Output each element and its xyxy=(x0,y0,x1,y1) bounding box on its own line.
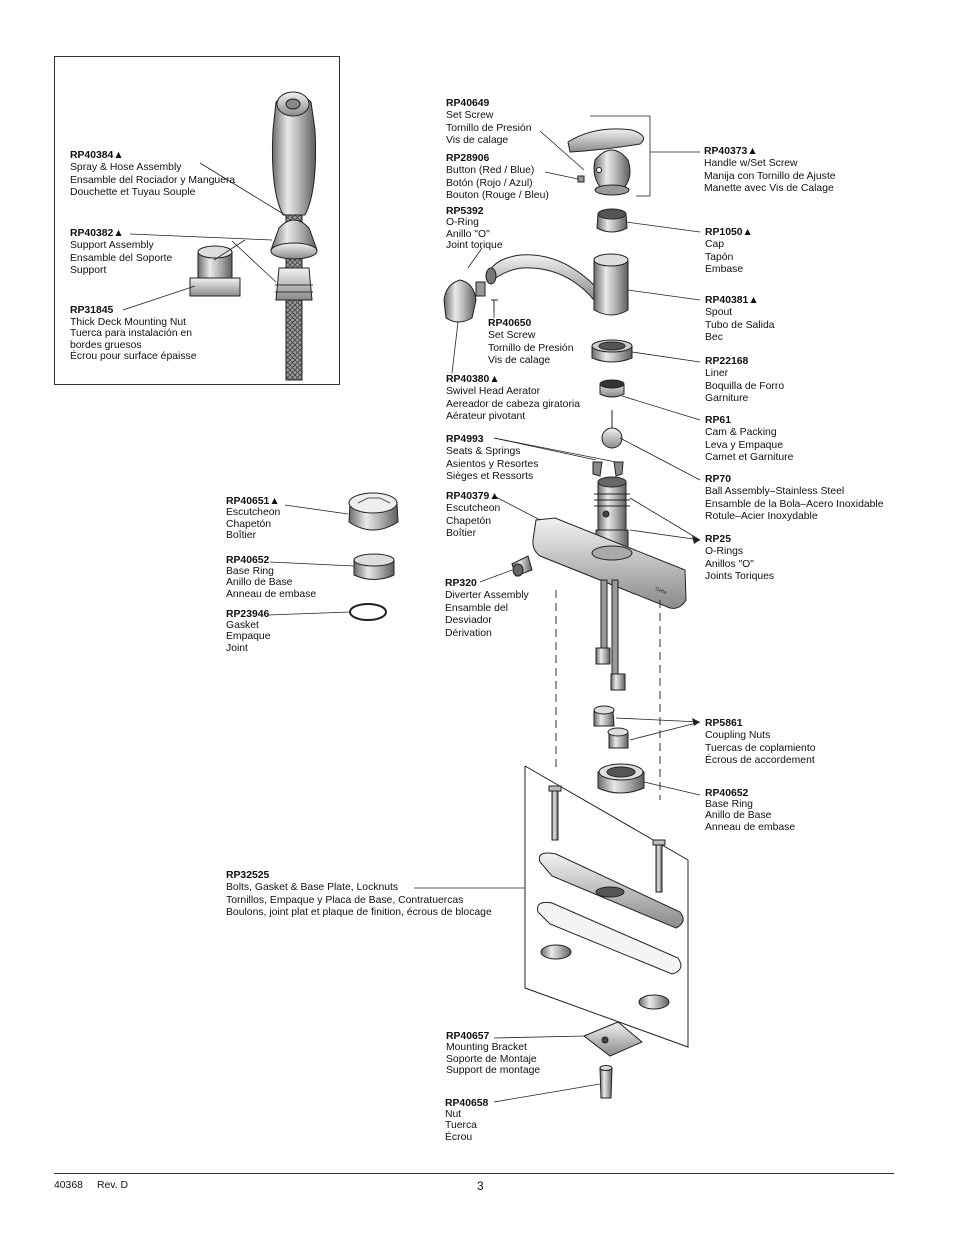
part-label-rp61: RP61 Cam & Packing Leva y Empaque Camet … xyxy=(705,415,794,464)
part-label-rp40650: RP40650 Set Screw Tornillo de Presión Vi… xyxy=(488,318,574,367)
part-label-rp40652-left: RP40652 Base Ring Anillo de Base Anneau … xyxy=(226,555,317,600)
part-label-rp40382: RP40382▲ Support Assembly Ensamble del S… xyxy=(70,228,173,277)
part-label-rp5392: RP5392 O-Ring Anillo "O" Joint torique xyxy=(446,206,503,252)
page-number: 3 xyxy=(477,1179,484,1193)
supply-lines-illustration xyxy=(595,579,626,691)
part-label-rp40379: RP40379▲ Escutcheon Chapetón Boîtier xyxy=(446,491,501,540)
part-label-rp40380: RP40380▲ Swivel Head Aerator Aereador de… xyxy=(446,374,581,423)
part-label-rp31845: RP31845 Thick Deck Mounting Nut Tuerca p… xyxy=(70,305,197,363)
spout-illustration xyxy=(443,253,629,323)
leader-lines xyxy=(122,115,701,1103)
spray-hose-illustration xyxy=(189,91,318,381)
revision: Rev. D xyxy=(97,1180,128,1191)
diverter-illustration xyxy=(511,555,533,577)
part-label-rp40652-right: RP40652 Base Ring Anillo de Base Anneau … xyxy=(705,788,796,833)
nut-illustration xyxy=(599,1065,613,1099)
part-label-rp40384: RP40384▲ Spray & Hose Assembly Ensamble … xyxy=(70,150,236,199)
part-label-rp28906: RP28906 Button (Red / Blue) Botón (Rojo … xyxy=(446,153,549,202)
coupling-nuts-illustration xyxy=(593,705,629,749)
part-label-rp1050: RP1050▲ Cap Tapón Embase xyxy=(705,227,753,276)
handle-illustration xyxy=(567,128,645,233)
part-label-rp40651: RP40651▲ Escutcheon Chapetón Boîtier xyxy=(226,496,281,542)
spray-inset-frame xyxy=(54,56,340,385)
part-label-rp70: RP70 Ball Assembly–Stainless Steel Ensam… xyxy=(705,474,884,523)
mounting-bracket-illustration xyxy=(583,1021,643,1057)
escutcheon-plate-illustration: Delta xyxy=(532,517,687,609)
part-label-rp40657: RP40657 Mounting Bracket Soporte de Mont… xyxy=(446,1031,541,1077)
base-plate-panel xyxy=(524,765,689,1048)
part-label-rp40649: RP40649 Set Screw Tornillo de Presión Vi… xyxy=(446,98,532,147)
arrow-heads xyxy=(692,536,700,726)
part-label-rp23946: RP23946 Gasket Empaque Joint xyxy=(226,609,271,654)
footer-rule xyxy=(54,1173,894,1174)
escutcheon-brand-mark: Delta xyxy=(654,586,667,596)
part-label-rp40658: RP40658 Nut Tuerca Écrou xyxy=(445,1098,489,1143)
part-label-rp5861: RP5861 Coupling Nuts Tuercas de coplamie… xyxy=(705,718,816,767)
part-label-rp25: RP25 O-Rings Anillos "O" Joints Toriques xyxy=(705,534,775,583)
part-label-rp32525: RP32525 Bolts, Gasket & Base Plate, Lock… xyxy=(226,870,492,919)
alignment-lines xyxy=(555,590,661,800)
part-label-rp40381: RP40381▲ Spout Tubo de Salida Bec xyxy=(705,295,775,344)
base-plate-parts-illustration xyxy=(537,785,684,1010)
cartridge-illustration xyxy=(591,339,633,477)
base-ring-illustration xyxy=(597,763,645,794)
document-number: 40368 xyxy=(54,1180,83,1191)
part-label-rp320: RP320 Diverter Assembly Ensamble del Des… xyxy=(445,578,529,639)
part-label-rp4993: RP4993 Seats & Springs Asientos y Resort… xyxy=(446,434,539,483)
part-label-rp22168: RP22168 Liner Boquilla de Forro Garnitur… xyxy=(705,356,785,405)
escutcheon-parts-illustration xyxy=(348,492,399,621)
part-label-rp40373: RP40373▲ Handle w/Set Screw Manija con T… xyxy=(704,146,836,195)
